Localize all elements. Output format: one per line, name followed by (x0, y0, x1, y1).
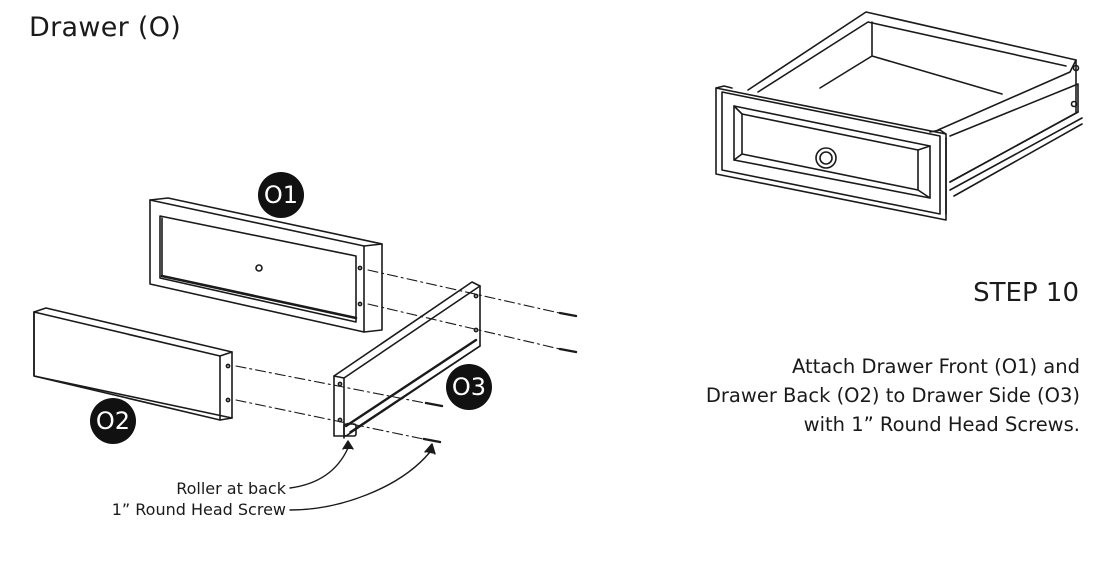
assembled-drawer-illustration (715, 11, 1083, 221)
drawer-front-part-o1 (149, 197, 383, 333)
screw-callout-label: 1” Round Head Screw (111, 500, 286, 519)
callout-leaders (289, 440, 436, 511)
roller-callout-label: Roller at back (176, 479, 286, 498)
step-instructions: Attach Drawer Front (O1) and Drawer Back… (706, 352, 1080, 439)
screw-icons (422, 311, 578, 444)
part-badge-o1: O1 (258, 172, 304, 218)
instruction-line: with 1” Round Head Screws. (803, 413, 1080, 436)
drawer-back-part-o2 (33, 307, 233, 421)
step-heading: STEP 10 (973, 278, 1079, 308)
part-badge-o2: O2 (90, 398, 136, 444)
alignment-lines (235, 269, 565, 441)
drawer-side-part-o3 (333, 281, 481, 439)
part-badge-o3: O3 (446, 364, 492, 410)
page-title: Drawer (O) (29, 12, 182, 43)
instruction-line: Drawer Back (O2) to Drawer Side (O3) (705, 384, 1080, 407)
instruction-line: Attach Drawer Front (O1) and (791, 355, 1080, 378)
